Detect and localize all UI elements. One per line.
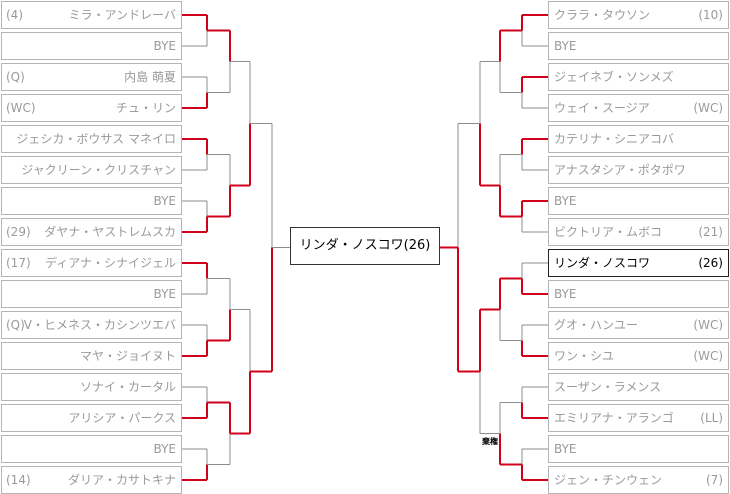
seed-label: (WC) <box>693 349 723 363</box>
seed-label: (WC) <box>6 101 36 115</box>
player-name: V・ヒメネス・カシンツエバ <box>23 318 176 332</box>
right-draw-entry: BYE <box>548 187 729 215</box>
left-draw-entry: (17) ディアナ・シナイジェル <box>1 249 182 277</box>
left-draw-entry: (Q)V・ヒメネス・カシンツエバ <box>1 311 182 339</box>
player-name: ウェイ・スージア <box>554 101 650 115</box>
seed-label: (29) <box>6 225 31 239</box>
right-draw-entry: スーザン・ラメンス <box>548 373 729 401</box>
left-draw-entry: (Q) 内島 萌夏 <box>1 63 182 91</box>
right-draw-entry: (21) ビクトリア・ムボコ <box>548 218 729 246</box>
seed-label: (7) <box>706 473 723 487</box>
left-draw-entry: ジェシカ・ボウサス マネイロ <box>1 125 182 153</box>
right-draw-entry: BYE <box>548 435 729 463</box>
right-draw-entry: (LL) エミリアナ・アランゴ <box>548 404 729 432</box>
player-name: ワン・シユ <box>554 349 615 363</box>
player-name: スーザン・ラメンス <box>554 380 662 394</box>
right-draw-entry: (WC) グオ・ハンユー <box>548 311 729 339</box>
player-name: アリシア・パークス <box>68 411 176 425</box>
player-name: カテリナ・シニアコバ <box>554 132 675 146</box>
player-name: リンダ・ノスコワ <box>554 256 651 270</box>
player-name: チュ・リン <box>115 101 176 115</box>
right-draw-entry: (WC) ワン・シユ <box>548 342 729 370</box>
player-name: ジェン・チンウェン <box>554 473 663 487</box>
player-name: ミラ・アンドレーバ <box>68 8 176 22</box>
player-name: エミリアナ・アランゴ <box>554 411 674 425</box>
champion-name: リンダ・ノスコワ(26) <box>299 238 431 253</box>
right-draw-entry: カテリナ・シニアコバ <box>548 125 729 153</box>
player-name: ジェイネブ・ソンメズ <box>554 70 674 84</box>
player-name: BYE <box>153 194 177 208</box>
right-draw-entry: (26) リンダ・ノスコワ <box>548 249 729 277</box>
left-draw-entry: BYE <box>1 280 182 308</box>
player-name: BYE <box>153 39 177 53</box>
retired-note: 棄権 <box>481 437 499 446</box>
right-draw-entry: ジェイネブ・ソンメズ <box>548 63 729 91</box>
player-name: クララ・タウソン <box>554 8 651 22</box>
seed-label: (WC) <box>693 101 723 115</box>
seed-label: (21) <box>698 225 723 239</box>
left-draw-entry: ジャクリーン・クリスチャン <box>1 156 182 184</box>
player-name: ジャクリーン・クリスチャン <box>21 163 176 177</box>
right-draw-entry: (7) ジェン・チンウェン <box>548 466 729 494</box>
player-name: ソナイ・カータル <box>79 380 176 394</box>
champion-box: リンダ・ノスコワ(26) <box>290 227 440 265</box>
seed-label: (LL) <box>700 411 723 425</box>
player-name: BYE <box>153 287 177 301</box>
left-draw-entry: ソナイ・カータル <box>1 373 182 401</box>
player-name: グオ・ハンユー <box>554 318 639 332</box>
left-draw-entry: BYE <box>1 32 182 60</box>
left-draw-entry: アリシア・パークス <box>1 404 182 432</box>
right-draw-entry: (WC) ウェイ・スージア <box>548 94 729 122</box>
seed-label: (Q) <box>6 70 25 84</box>
seed-label: (14) <box>6 473 31 487</box>
seed-label: (WC) <box>693 318 723 332</box>
seed-label: (10) <box>698 8 723 22</box>
player-name: ダヤナ・ヤストレムスカ <box>44 225 176 239</box>
right-draw-entry: (10) クララ・タウソン <box>548 1 729 29</box>
player-name: BYE <box>554 442 577 456</box>
right-draw-entry: BYE <box>548 280 729 308</box>
player-name: BYE <box>153 442 177 456</box>
player-name: ジェシカ・ボウサス マネイロ <box>16 132 176 146</box>
left-draw-entry: マヤ・ジョイヌト <box>1 342 182 370</box>
right-draw-entry: アナスタシア・ポタポワ <box>548 156 729 184</box>
seed-label: (4) <box>6 8 23 22</box>
player-name: 内島 萌夏 <box>124 70 176 84</box>
player-name: マヤ・ジョイヌト <box>79 349 176 363</box>
player-name: BYE <box>554 39 577 53</box>
left-draw-entry: (4) ミラ・アンドレーバ <box>1 1 182 29</box>
player-name: BYE <box>554 287 577 301</box>
right-draw-entry: BYE <box>548 32 729 60</box>
player-name: ディアナ・シナイジェル <box>45 256 176 270</box>
player-name: ビクトリア・ムボコ <box>554 225 663 239</box>
seed-label: (26) <box>698 256 723 270</box>
left-draw-entry: (WC) チュ・リン <box>1 94 182 122</box>
player-name: BYE <box>554 194 577 208</box>
left-draw-entry: (29) ダヤナ・ヤストレムスカ <box>1 218 182 246</box>
player-name: ダリア・カサトキナ <box>67 473 176 487</box>
seed-label: (17) <box>6 256 31 270</box>
seed-label: (Q) <box>6 318 25 332</box>
left-draw-entry: BYE <box>1 187 182 215</box>
left-draw-entry: BYE <box>1 435 182 463</box>
left-draw-entry: (14) ダリア・カサトキナ <box>1 466 182 494</box>
player-name: アナスタシア・ポタポワ <box>554 163 686 177</box>
